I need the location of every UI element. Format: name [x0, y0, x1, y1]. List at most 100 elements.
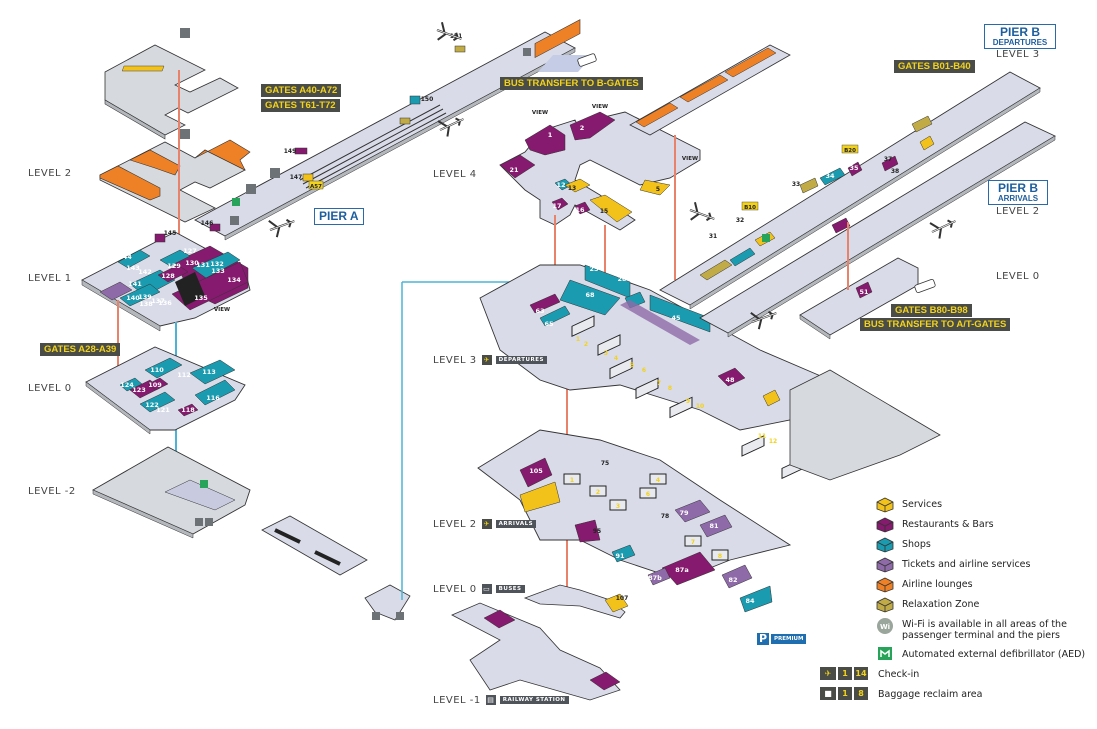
- pier-b-arrivals-label: PIER B ARRIVALS: [988, 180, 1048, 205]
- svg-text:87a: 87a: [675, 566, 688, 574]
- svg-text:107: 107: [616, 595, 629, 602]
- svg-text:142: 142: [138, 268, 152, 276]
- toilet-icon: [180, 129, 190, 139]
- svg-text:134: 134: [227, 276, 241, 284]
- svg-text:35: 35: [849, 164, 859, 172]
- level-label: LEVEL 2: [996, 206, 1040, 217]
- svg-text:9: 9: [686, 398, 690, 405]
- pier-a-level-0: 110 112 113 116 123 109 124 122 121 118: [85, 346, 246, 435]
- svg-text:28: 28: [617, 275, 627, 283]
- svg-text:91: 91: [615, 552, 625, 560]
- svg-text:8: 8: [668, 385, 672, 392]
- gates-label-b80-b98: GATES B80-B98: [891, 304, 972, 317]
- legend-item-checkin: ✈ 1 14 Check-in: [820, 667, 1093, 687]
- relaxation-cube-icon: [876, 597, 894, 613]
- legend-item-shops: Shops: [848, 537, 1093, 557]
- legend-item-aed: Automated external defibrillator (AED): [848, 647, 1093, 667]
- level-label: LEVEL 2: [28, 168, 72, 179]
- svg-text:137: 137: [151, 297, 165, 305]
- svg-text:3: 3: [616, 503, 620, 510]
- main-level-3-departures: 25 28 68 45 63 65 48 1 2 3 4 5 6 7 8 9 1…: [479, 264, 831, 480]
- svg-text:33: 33: [792, 181, 800, 188]
- svg-text:81: 81: [709, 522, 719, 530]
- main-level-2-arrivals: 105 79 81 87a 85 82 84 91 87b 95 75 78 1…: [477, 429, 792, 613]
- lounges-cube-icon: [876, 577, 894, 593]
- svg-text:109: 109: [148, 381, 162, 389]
- svg-text:VIEW: VIEW: [532, 110, 548, 116]
- svg-text:145: 145: [164, 230, 177, 237]
- bus-transfer-b-label: BUS TRANSFER TO B-GATES: [500, 77, 643, 90]
- svg-text:138: 138: [139, 300, 153, 308]
- svg-text:48: 48: [725, 376, 735, 384]
- svg-text:149: 149: [284, 148, 297, 155]
- arrivals-icon: ✈: [481, 519, 492, 529]
- baggage-icon: ■: [820, 687, 836, 700]
- svg-text:121: 121: [156, 406, 170, 414]
- svg-text:2: 2: [580, 124, 585, 132]
- svg-text:139: 139: [138, 293, 152, 301]
- svg-text:13: 13: [568, 185, 576, 192]
- svg-text:84: 84: [745, 597, 755, 605]
- airplane-icon: [927, 211, 961, 242]
- svg-text:147: 147: [290, 174, 303, 181]
- svg-text:135: 135: [194, 294, 208, 302]
- svg-text:95: 95: [593, 528, 601, 535]
- gates-label-t61-t72: GATES T61-T72: [261, 99, 340, 112]
- svg-text:143: 143: [126, 264, 140, 272]
- svg-text:Wi: Wi: [880, 623, 890, 631]
- gates-label-a28-a39: GATES A28-A39: [40, 343, 121, 356]
- svg-text:68: 68: [585, 291, 595, 299]
- level-label: LEVEL 0: [996, 271, 1040, 282]
- level-label-railway: LEVEL -1▤RAILWAY STATION: [433, 695, 569, 706]
- level-label: LEVEL 1: [28, 273, 72, 284]
- level-label-buses: LEVEL 0▭BUSES: [433, 584, 525, 595]
- svg-text:25: 25: [589, 265, 599, 273]
- svg-text:136: 136: [158, 299, 172, 307]
- svg-text:144: 144: [118, 253, 132, 261]
- train-icon: ▤: [485, 695, 496, 705]
- svg-text:8: 8: [718, 553, 722, 560]
- svg-text:1: 1: [576, 336, 580, 343]
- svg-text:65: 65: [544, 320, 554, 328]
- svg-text:112: 112: [177, 371, 191, 379]
- legend-item-services: Services: [848, 497, 1093, 517]
- shops-cube-icon: [876, 537, 894, 553]
- map-legend: Services Restaurants & Bars Shops Ticket…: [820, 497, 1093, 707]
- svg-text:2: 2: [596, 489, 600, 496]
- gates-label-a40-a72: GATES A40-A72: [261, 84, 342, 97]
- pier-a-lounge-platform: [99, 129, 251, 223]
- svg-text:11: 11: [758, 433, 766, 440]
- svg-text:116: 116: [206, 394, 220, 402]
- svg-text:VIEW: VIEW: [214, 307, 230, 313]
- pier-b-arrivals: 37 38: [699, 121, 1056, 338]
- svg-text:7: 7: [691, 539, 695, 546]
- svg-text:VIEW: VIEW: [592, 104, 608, 110]
- parking-icon: P: [757, 632, 769, 645]
- premium-parking-badge: P PREMIUM: [757, 632, 807, 645]
- svg-text:146: 146: [201, 220, 214, 227]
- svg-text:4: 4: [656, 477, 660, 484]
- main-level-0-buses: 107: [523, 584, 629, 619]
- level-label: LEVEL 3: [996, 49, 1040, 60]
- legend-item-relaxation: Relaxation Zone: [848, 597, 1093, 617]
- toilet-icon: [180, 28, 190, 38]
- bus-transfer-at-label: BUS TRANSFER TO A/T-GATES: [860, 318, 1011, 331]
- svg-text:VIEW: VIEW: [682, 156, 698, 162]
- legend-item-lounges: Airline lounges: [848, 577, 1093, 597]
- svg-text:82: 82: [728, 576, 737, 584]
- svg-text:129: 129: [167, 262, 181, 270]
- main-lounge-strip: [629, 44, 791, 136]
- legend-item-wifi: Wi Wi-Fi is available in all areas of th…: [848, 617, 1093, 647]
- pier-b-level-0: 51: [799, 257, 936, 340]
- svg-text:123: 123: [132, 386, 146, 394]
- svg-text:130: 130: [185, 259, 199, 267]
- svg-text:16: 16: [575, 206, 585, 214]
- svg-text:2: 2: [584, 341, 588, 348]
- tickets-cube-icon: [876, 557, 894, 573]
- main-level-4: 1 2 5 21 12 13 15 17 16 VIEW VIEW VIEW: [499, 104, 701, 231]
- svg-text:5: 5: [656, 186, 660, 193]
- gates-label-b01-b40: GATES B01-B40: [894, 60, 975, 73]
- svg-text:140: 140: [126, 294, 140, 302]
- legend-item-baggage: ■ 1 8 Baggage reclaim area: [820, 687, 1093, 707]
- svg-text:75: 75: [601, 460, 609, 467]
